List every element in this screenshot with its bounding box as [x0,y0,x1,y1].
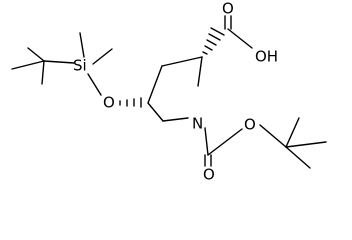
hash-9 [210,27,225,36]
bond-si-methyl-top [79,32,85,58]
bond-c2-n [197,56,203,87]
bond-boc-tbu-methyl-bottom [285,146,311,169]
carboxylic-acid-group: O OH [222,0,278,66]
c4-oxygen-hashed-wedge [119,97,142,108]
hash-6 [204,45,213,51]
chemical-structure: Si O N O OH O O [11,0,327,184]
bond-tbu-methyl-top [27,47,45,62]
bond-boc-c-to-ester-o [207,128,243,156]
bond-acid-c-to-oh [227,28,253,49]
bond-c3-c2 [161,56,203,67]
bond-n-to-carbonyl [204,127,209,156]
oxygen-ether-label: O [103,94,115,112]
acid-hydroxyl-label: OH [255,48,278,66]
bond-c5-c4 [147,102,164,122]
boc-carbonyl-oxygen-label: O [203,166,215,184]
boc-group: O O [203,116,327,184]
hash-8 [208,33,221,41]
bond-n-c5 [162,117,189,122]
bond-boc-tbu-methyl-top [285,117,300,148]
acid-carbonyl-oxygen-label: O [222,0,234,18]
hash-7 [206,39,217,46]
tert-butyl-silyl-group [11,47,75,85]
silicon-center: Si [73,32,113,96]
si-label: Si [73,57,87,75]
bond-tbu-methyl-bottom [41,60,45,85]
bond-ester-o-to-tbu [259,124,287,148]
c2-carboxyl-hashed-wedge [202,27,225,55]
bond-boc-tbu-methyl-right [285,141,327,148]
bond-si-to-oxygen [87,73,102,96]
bond-c4-c3 [147,65,163,104]
nitrogen-label: N [192,115,203,133]
bond-tbu-methyl-left [11,60,45,70]
bond-si-methyl-right [92,48,113,65]
boc-ester-oxygen-label: O [244,116,256,134]
hash-5 [202,51,208,55]
pyrrolidine-ring [147,56,203,122]
bond-tbu-to-si [43,60,75,64]
